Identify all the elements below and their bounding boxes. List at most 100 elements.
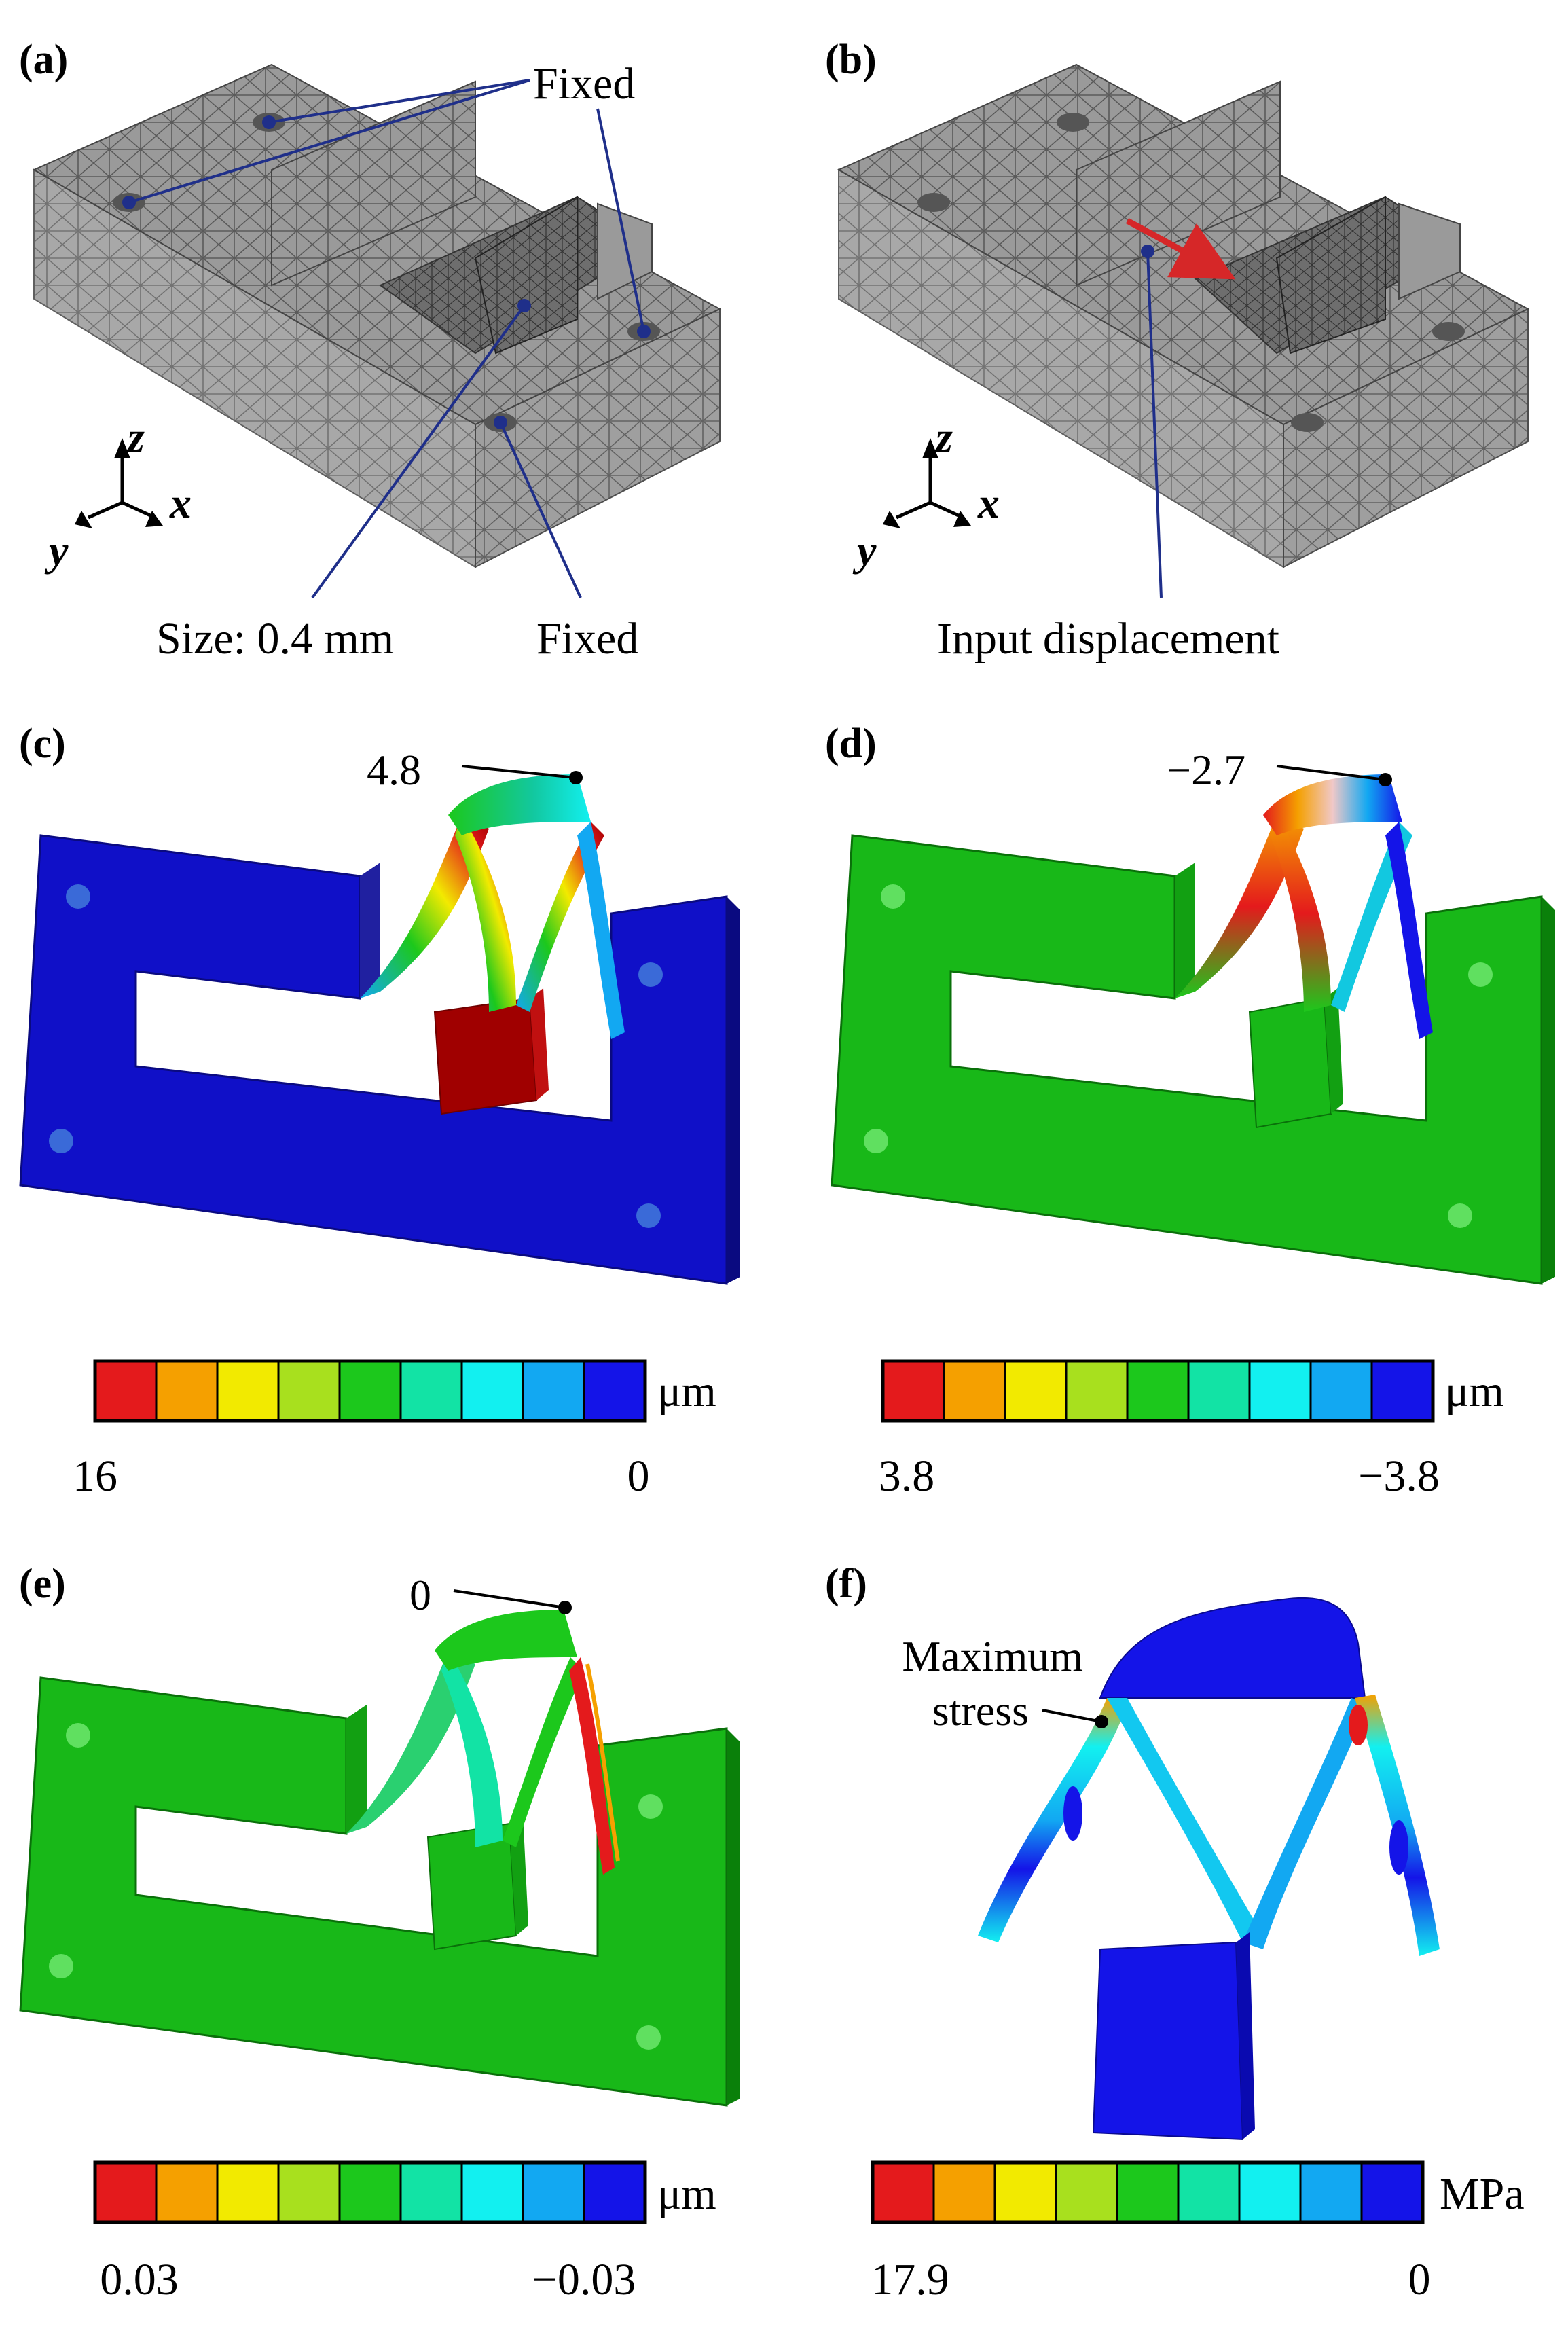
colorbar-cell bbox=[277, 2161, 341, 2224]
panel-b: (b) Input displacement z y x bbox=[825, 37, 1530, 664]
fea-model-c bbox=[19, 774, 740, 1285]
colorbar-cell bbox=[1187, 1360, 1251, 1422]
colorbar-unit-f: MPa bbox=[1440, 2169, 1525, 2219]
input-displacement-arrow bbox=[1125, 218, 1236, 280]
fixed-label-top: Fixed bbox=[533, 59, 635, 109]
value-label-d: −2.7 bbox=[1167, 746, 1245, 794]
value-point-d bbox=[1379, 773, 1392, 786]
mesh-size-label: Size: 0.4 mm bbox=[156, 614, 394, 664]
colorbar-c: μm 16 0 bbox=[73, 1359, 716, 1501]
colorbar-cell bbox=[94, 1360, 158, 1422]
colorbar-min-e: 0.03 bbox=[100, 2255, 179, 2304]
axis-z-label: z bbox=[934, 413, 953, 461]
panel-label-f: (f) bbox=[825, 1561, 867, 1607]
panel-label-c: (c) bbox=[19, 721, 66, 767]
colorbar-cell bbox=[1238, 2161, 1302, 2224]
colorbar-f: MPa 17.9 0 bbox=[871, 2160, 1525, 2304]
colorbar-unit-e: μm bbox=[657, 2169, 716, 2219]
colorbar-max-e: −0.03 bbox=[532, 2255, 636, 2304]
colorbar-min-f: 17.9 bbox=[871, 2255, 949, 2304]
colorbar-cell bbox=[1299, 2161, 1363, 2224]
value-leader-d bbox=[1276, 765, 1386, 781]
panel-a: (a) Fixed Size: bbox=[19, 37, 722, 664]
colorbar-max-c: 0 bbox=[627, 1451, 650, 1501]
fixed-leaders-a bbox=[128, 79, 645, 599]
colorbar-cell bbox=[399, 1360, 463, 1422]
colorbar-cell bbox=[932, 2161, 996, 2224]
colorbar-cell bbox=[1004, 1360, 1068, 1422]
colorbar-cell bbox=[881, 1360, 945, 1422]
panel-c: (c) 4.8 μm 16 0 bbox=[19, 721, 740, 1501]
colorbar-cell bbox=[338, 2161, 402, 2224]
max-stress-label-line1: Maximum bbox=[902, 1632, 1083, 1680]
input-point-marker bbox=[1141, 245, 1154, 258]
colorbar-cell bbox=[1177, 2161, 1241, 2224]
max-stress-point bbox=[1095, 1715, 1108, 1728]
colorbar-cell bbox=[583, 2161, 646, 2224]
colorbar-cell bbox=[943, 1360, 1006, 1422]
max-stress-label-line2: stress bbox=[932, 1686, 1029, 1735]
fixed-label-bottom: Fixed bbox=[536, 614, 638, 664]
axis-y-label: y bbox=[44, 526, 69, 575]
fixed-point-marker bbox=[494, 416, 507, 429]
axis-z-label: z bbox=[126, 413, 145, 461]
panel-label-b: (b) bbox=[825, 37, 877, 83]
axis-x-label: x bbox=[169, 479, 192, 527]
panel-e: (e) 0 μm 0.03 −0.03 bbox=[19, 1561, 740, 2304]
colorbar-cell bbox=[460, 1360, 524, 1422]
fea-model-f bbox=[978, 1597, 1440, 2141]
value-label-c: 4.8 bbox=[367, 746, 421, 794]
colorbar-cell bbox=[1116, 2161, 1180, 2224]
axis-triad-a: z y x bbox=[44, 413, 192, 575]
colorbar-max-f: 0 bbox=[1408, 2255, 1431, 2304]
colorbar-unit-d: μm bbox=[1445, 1366, 1504, 1416]
colorbar-cell bbox=[522, 2161, 585, 2224]
colorbar-cell bbox=[871, 2161, 935, 2224]
panel-d: (d) −2.7 μm 3.8 −3.8 bbox=[825, 721, 1555, 1501]
panel-f: (f) Maximum stress MPa 17.9 0 bbox=[825, 1561, 1525, 2304]
colorbar-cell bbox=[1126, 1360, 1190, 1422]
meshed-model-a bbox=[32, 63, 722, 568]
fixed-point-marker bbox=[122, 196, 136, 209]
colorbar-e: μm 0.03 −0.03 bbox=[93, 2160, 716, 2304]
axis-y-label: y bbox=[852, 526, 877, 575]
colorbar-cell bbox=[583, 1360, 646, 1422]
colorbar-cell bbox=[155, 1360, 219, 1422]
colorbar-cells-e bbox=[94, 2161, 646, 2224]
value-leader-c bbox=[461, 765, 577, 779]
colorbar-cell bbox=[216, 2161, 280, 2224]
colorbar-cell bbox=[94, 2161, 158, 2224]
colorbar-unit-c: μm bbox=[657, 1366, 716, 1416]
colorbar-cell bbox=[338, 1360, 402, 1422]
meshed-model-b bbox=[837, 63, 1530, 568]
panel-label-a: (a) bbox=[19, 37, 68, 83]
colorbar-cell bbox=[1360, 2161, 1424, 2224]
colorbar-cell bbox=[1055, 2161, 1118, 2224]
colorbar-max-d: −3.8 bbox=[1358, 1451, 1440, 1501]
colorbar-cell bbox=[993, 2161, 1057, 2224]
fea-model-d bbox=[831, 774, 1555, 1285]
value-label-e: 0 bbox=[409, 1571, 431, 1619]
colorbar-min-c: 16 bbox=[73, 1451, 117, 1501]
max-stress-leader bbox=[1042, 1709, 1102, 1723]
colorbar-d: μm 3.8 −3.8 bbox=[879, 1359, 1504, 1501]
colorbar-cells-f bbox=[871, 2161, 1424, 2224]
colorbar-cells-d bbox=[881, 1360, 1434, 1422]
colorbar-cell bbox=[460, 2161, 524, 2224]
value-leader-e bbox=[453, 1589, 566, 1609]
input-displacement-label: Input displacement bbox=[937, 614, 1279, 664]
colorbar-cell bbox=[522, 1360, 585, 1422]
value-point-e bbox=[558, 1601, 572, 1614]
panel-label-d: (d) bbox=[825, 721, 877, 767]
fixed-point-marker bbox=[262, 115, 276, 129]
colorbar-cell bbox=[155, 2161, 219, 2224]
colorbar-cell bbox=[1370, 1360, 1434, 1422]
fea-model-e bbox=[19, 1610, 740, 2107]
colorbar-cell bbox=[216, 1360, 280, 1422]
panel-label-e: (e) bbox=[19, 1561, 66, 1607]
fixed-point-marker bbox=[637, 325, 651, 338]
axis-x-label: x bbox=[977, 479, 1000, 527]
size-point-marker bbox=[517, 299, 531, 312]
colorbar-cell bbox=[277, 1360, 341, 1422]
